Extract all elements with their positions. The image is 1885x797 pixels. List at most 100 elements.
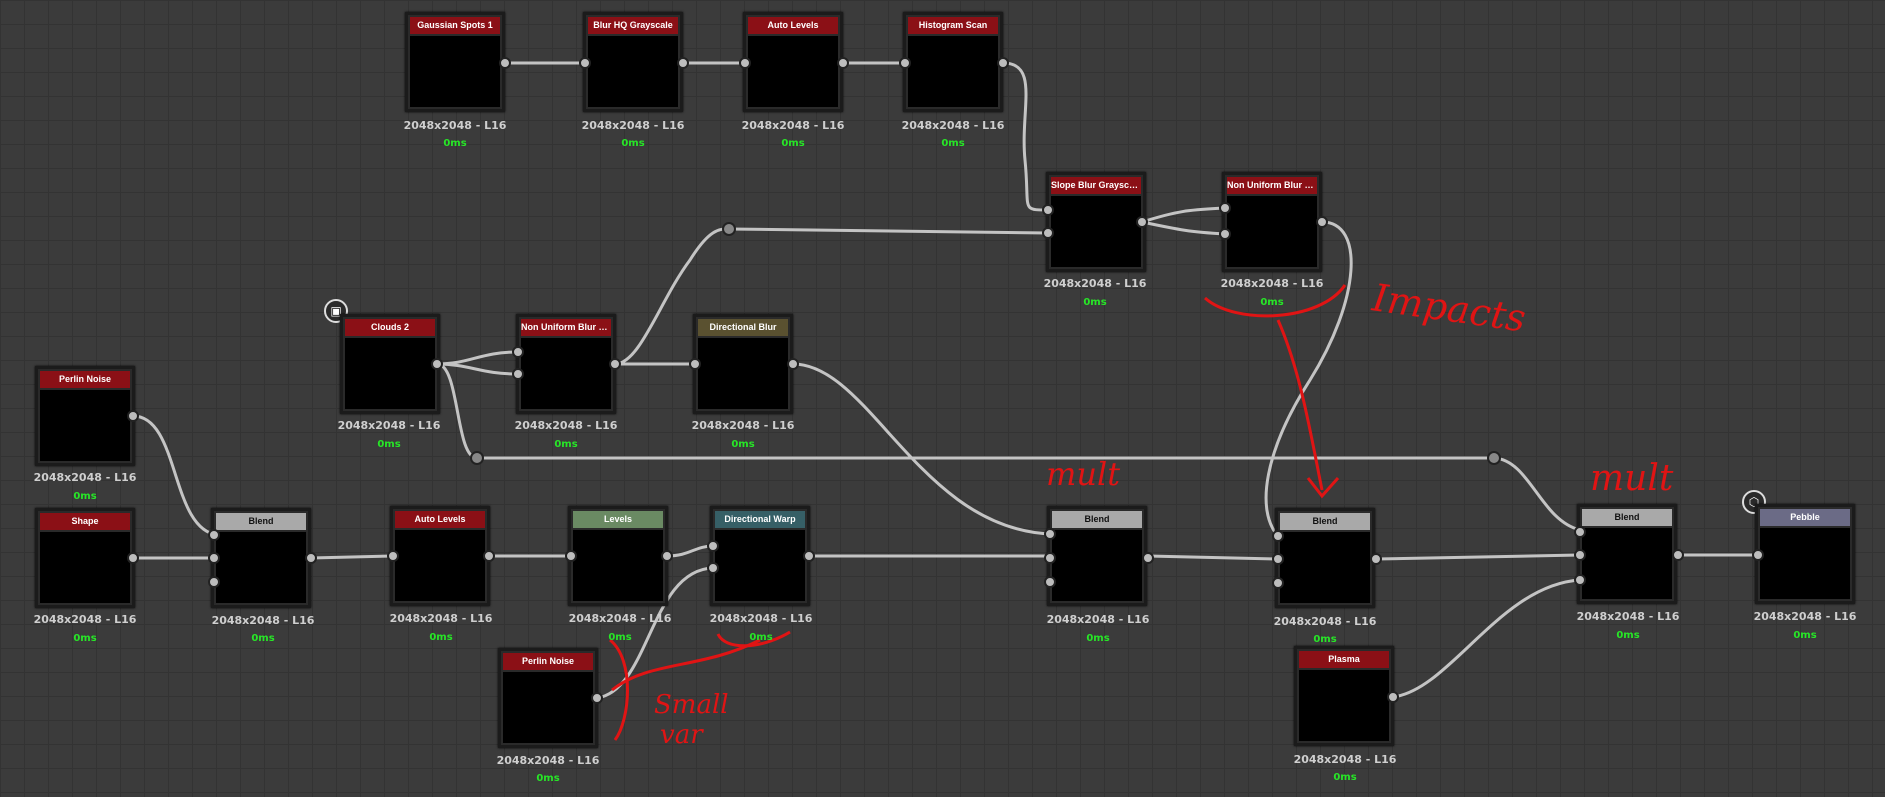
node-title: Blur HQ Grayscale [588, 17, 678, 34]
node-title: Pebble [1760, 509, 1850, 526]
output-port[interactable] [127, 552, 139, 564]
node-time: 0ms [781, 138, 805, 149]
node-gaussian-spots[interactable]: Gaussian Spots 1 [405, 12, 505, 112]
input-port[interactable] [1574, 549, 1586, 561]
node-blend-1[interactable]: Blend [211, 508, 311, 608]
input-port[interactable] [1219, 228, 1231, 240]
node-resolution: 2048x2048 - L16 [1046, 613, 1150, 626]
node-blur-hq[interactable]: Blur HQ Grayscale [583, 12, 683, 112]
node-perlin-noise-1[interactable]: Perlin Noise [35, 366, 135, 466]
output-port[interactable] [483, 550, 495, 562]
input-port[interactable] [579, 57, 591, 69]
node-time: 0ms [73, 491, 97, 502]
output-port[interactable] [997, 57, 1009, 69]
node-time: 0ms [536, 773, 560, 784]
output-port[interactable] [837, 57, 849, 69]
input-port[interactable] [1044, 528, 1056, 540]
input-port[interactable] [208, 552, 220, 564]
node-thumbnail [715, 530, 805, 601]
input-port[interactable] [1042, 227, 1054, 239]
output-port[interactable] [127, 410, 139, 422]
node-thumbnail [1051, 196, 1141, 267]
node-title: Blend [1052, 511, 1142, 528]
node-time: 0ms [1260, 297, 1284, 308]
reroute-dot[interactable] [470, 451, 484, 465]
node-resolution: 2048x2048 - L16 [33, 471, 137, 484]
node-slope-blur[interactable]: Slope Blur Grayscale [1046, 172, 1146, 272]
input-port[interactable] [899, 57, 911, 69]
node-resolution: 2048x2048 - L16 [389, 612, 493, 625]
input-port[interactable] [1044, 576, 1056, 588]
input-port[interactable] [689, 358, 701, 370]
node-resolution: 2048x2048 - L16 [709, 612, 813, 625]
node-non-uniform-blur-2[interactable]: Non Uniform Blur Gray... [1222, 172, 1322, 272]
input-port[interactable] [208, 576, 220, 588]
node-levels[interactable]: Levels [568, 506, 668, 606]
node-shape[interactable]: Shape [35, 508, 135, 608]
annotation-small: Small [654, 690, 729, 720]
node-directional-blur[interactable]: Directional Blur [693, 314, 793, 414]
reroute-dot[interactable] [1487, 451, 1501, 465]
node-blend-2[interactable]: Blend [1047, 506, 1147, 606]
output-port[interactable] [591, 692, 603, 704]
input-port[interactable] [512, 346, 524, 358]
node-title: Auto Levels [395, 511, 485, 528]
output-port[interactable] [305, 552, 317, 564]
node-blend-4[interactable]: Blend [1577, 504, 1677, 604]
node-time: 0ms [941, 138, 965, 149]
input-port[interactable] [208, 529, 220, 541]
input-port[interactable] [512, 368, 524, 380]
node-pebble-output[interactable]: Pebble [1755, 504, 1855, 604]
input-port[interactable] [1272, 577, 1284, 589]
node-resolution: 2048x2048 - L16 [496, 754, 600, 767]
output-port[interactable] [787, 358, 799, 370]
node-time: 0ms [251, 633, 275, 644]
node-time: 0ms [443, 138, 467, 149]
node-title: Directional Blur [698, 319, 788, 336]
node-non-uniform-blur-1[interactable]: Non Uniform Blur Gray... [516, 314, 616, 414]
output-port[interactable] [1316, 216, 1328, 228]
node-resolution: 2048x2048 - L16 [211, 614, 315, 627]
output-port[interactable] [1136, 216, 1148, 228]
input-port[interactable] [1574, 574, 1586, 586]
output-port[interactable] [431, 358, 443, 370]
input-port[interactable] [1272, 553, 1284, 565]
node-title: Clouds 2 [345, 319, 435, 336]
input-port[interactable] [565, 550, 577, 562]
node-title: Non Uniform Blur Gray... [521, 319, 611, 336]
input-port[interactable] [739, 57, 751, 69]
output-port[interactable] [803, 550, 815, 562]
node-time: 0ms [608, 632, 632, 643]
input-port[interactable] [1752, 549, 1764, 561]
node-time: 0ms [749, 632, 773, 643]
node-resolution: 2048x2048 - L16 [1753, 610, 1857, 623]
output-port[interactable] [1142, 552, 1154, 564]
output-port[interactable] [499, 57, 511, 69]
node-histogram-scan[interactable]: Histogram Scan [903, 12, 1003, 112]
node-title: Perlin Noise [503, 653, 593, 670]
node-auto-levels-2[interactable]: Auto Levels [390, 506, 490, 606]
input-port[interactable] [1044, 552, 1056, 564]
node-time: 0ms [1086, 633, 1110, 644]
input-port[interactable] [1219, 202, 1231, 214]
output-port[interactable] [677, 57, 689, 69]
output-port[interactable] [609, 358, 621, 370]
input-port[interactable] [387, 550, 399, 562]
input-port[interactable] [707, 540, 719, 552]
input-port[interactable] [1042, 204, 1054, 216]
node-thumbnail [1760, 528, 1850, 599]
node-blend-3[interactable]: Blend [1275, 508, 1375, 608]
output-port[interactable] [661, 550, 673, 562]
input-port[interactable] [1272, 530, 1284, 542]
input-port[interactable] [707, 562, 719, 574]
node-directional-warp[interactable]: Directional Warp [710, 506, 810, 606]
node-perlin-noise-2[interactable]: Perlin Noise [498, 648, 598, 748]
node-auto-levels[interactable]: Auto Levels [743, 12, 843, 112]
output-port[interactable] [1387, 691, 1399, 703]
node-clouds-2[interactable]: Clouds 2 [340, 314, 440, 414]
reroute-dot[interactable] [722, 222, 736, 236]
output-port[interactable] [1370, 553, 1382, 565]
output-port[interactable] [1672, 549, 1684, 561]
input-port[interactable] [1574, 526, 1586, 538]
node-plasma[interactable]: Plasma [1294, 646, 1394, 746]
